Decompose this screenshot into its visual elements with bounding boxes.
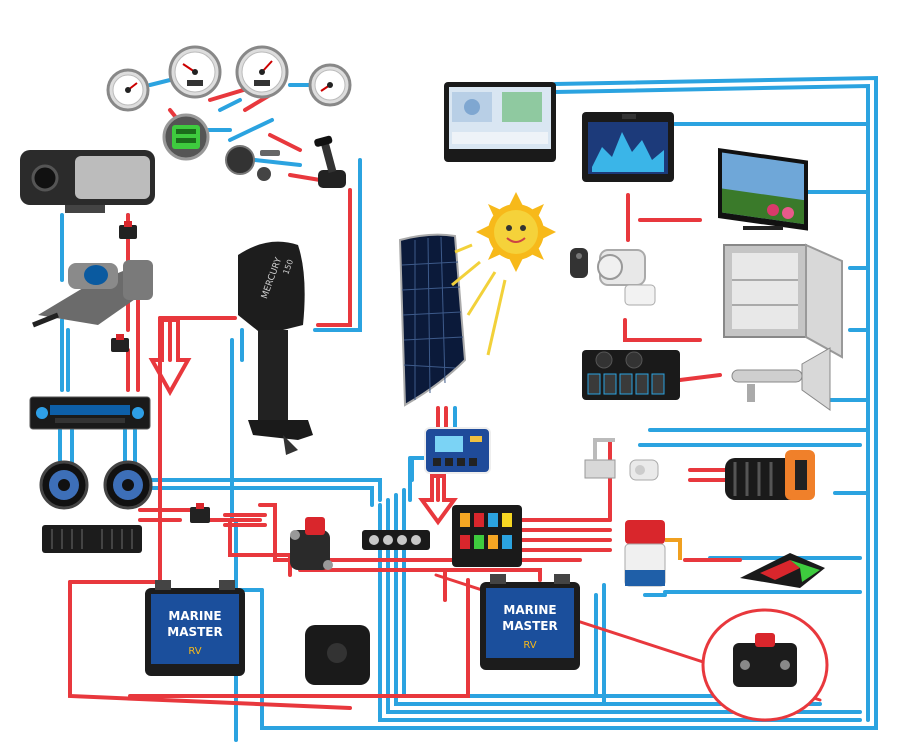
fishfinder-icon [582,112,674,182]
navigation-light-icon [740,553,825,588]
washdown-pump-icon [725,450,815,500]
battery-badge: RV [523,640,536,651]
fuse-block-icon [452,505,522,567]
diesel-heater-icon [20,150,155,213]
bilge-pump-icon [624,520,682,587]
outboard-motor-icon: MERCURY 150 [238,241,313,455]
fridge-icon [723,243,843,359]
battery-left: MARINE MASTER RV [145,580,245,676]
battery-label-2: MASTER [502,619,558,633]
circuit-breaker-icon [111,334,129,352]
speaker-icon [39,460,89,510]
current-arrows [148,318,458,526]
battery-label-1: MARINE [503,603,556,617]
circuit-breaker-icon [119,221,137,239]
switch-panel-icon [582,350,680,400]
air-horn-icon [731,347,831,411]
amplifier-icon [42,525,142,553]
stereo-receiver-icon [29,396,151,430]
fuel-gauge-icon [106,68,150,112]
battery-switch-icon [290,517,333,570]
circuit-breaker-icon [190,503,210,523]
sun-rays [451,243,507,356]
digital-gauge-icon [162,113,210,161]
charge-controller-icon [424,427,491,474]
tv-icon [718,148,808,231]
water-pump-icon [584,438,659,481]
temp-gauge-icon [308,63,352,107]
battery-label-1: MARINE [168,609,221,623]
speaker-icon [103,460,153,510]
tachometer-icon [235,45,289,99]
battery-right: MARINE MASTER RV [480,574,580,670]
sun-icon [476,192,556,272]
solar-panel-icon [398,233,467,407]
battery-label-2: MASTER [167,625,223,639]
circuit-breaker-icon [733,633,797,687]
gps-display-icon [444,82,556,162]
busbar-icon [362,530,430,550]
speedometer-icon [168,45,222,99]
anchor-windlass-icon [32,260,153,328]
battery-badge: RV [188,646,201,657]
highlight-circle [701,608,829,722]
isolator-icon [305,625,370,685]
searchlight-icon [570,248,656,306]
ignition-key-icon [225,145,280,181]
throttle-control-icon [314,135,346,188]
